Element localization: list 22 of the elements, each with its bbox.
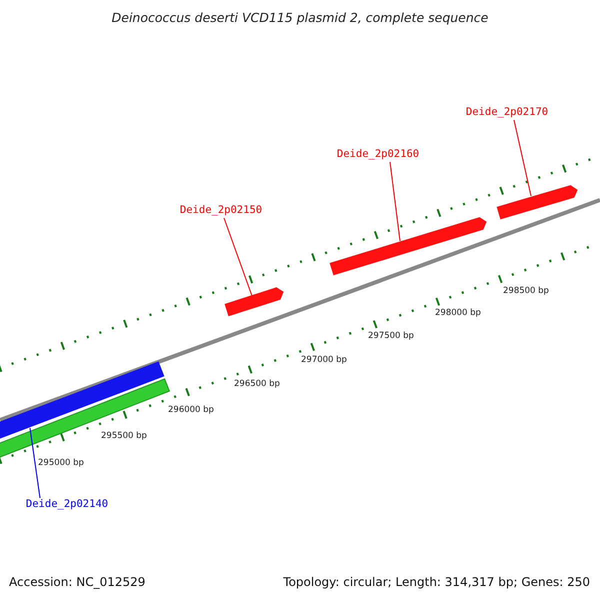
scale-label: 298000 bp (435, 308, 481, 318)
gene-arrow (496, 185, 578, 220)
gene-label: Deide_2p02140 (26, 498, 108, 510)
scale-label: 296500 bp (234, 379, 280, 389)
scale-label: 295000 bp (38, 458, 84, 468)
gene-arrow (0, 361, 164, 440)
gene-label: Deide_2p02160 (336, 148, 420, 160)
footer-text: Accession: NC_012529 (9, 575, 146, 589)
title: Deinococcus deserti VCD115 plasmid 2, complete sequence (112, 10, 488, 25)
gene-label: Deide_2p02150 (180, 204, 262, 216)
leader-line (514, 120, 532, 196)
gene-label: Deide_2p02170 (466, 106, 548, 118)
scale-label: 297000 bp (301, 355, 347, 365)
gene-arrow (224, 287, 284, 316)
leader-line (224, 218, 252, 296)
footer-text: Topology: circular; Length: 314,317 bp; Genes: 250 (283, 575, 590, 589)
gene-arrow (330, 217, 487, 276)
scale-label: 295500 bp (101, 431, 147, 441)
leader-line (390, 162, 400, 242)
scale-label: 298500 bp (503, 286, 549, 296)
scale-label: 297500 bp (368, 331, 414, 341)
leader-line (30, 428, 40, 498)
